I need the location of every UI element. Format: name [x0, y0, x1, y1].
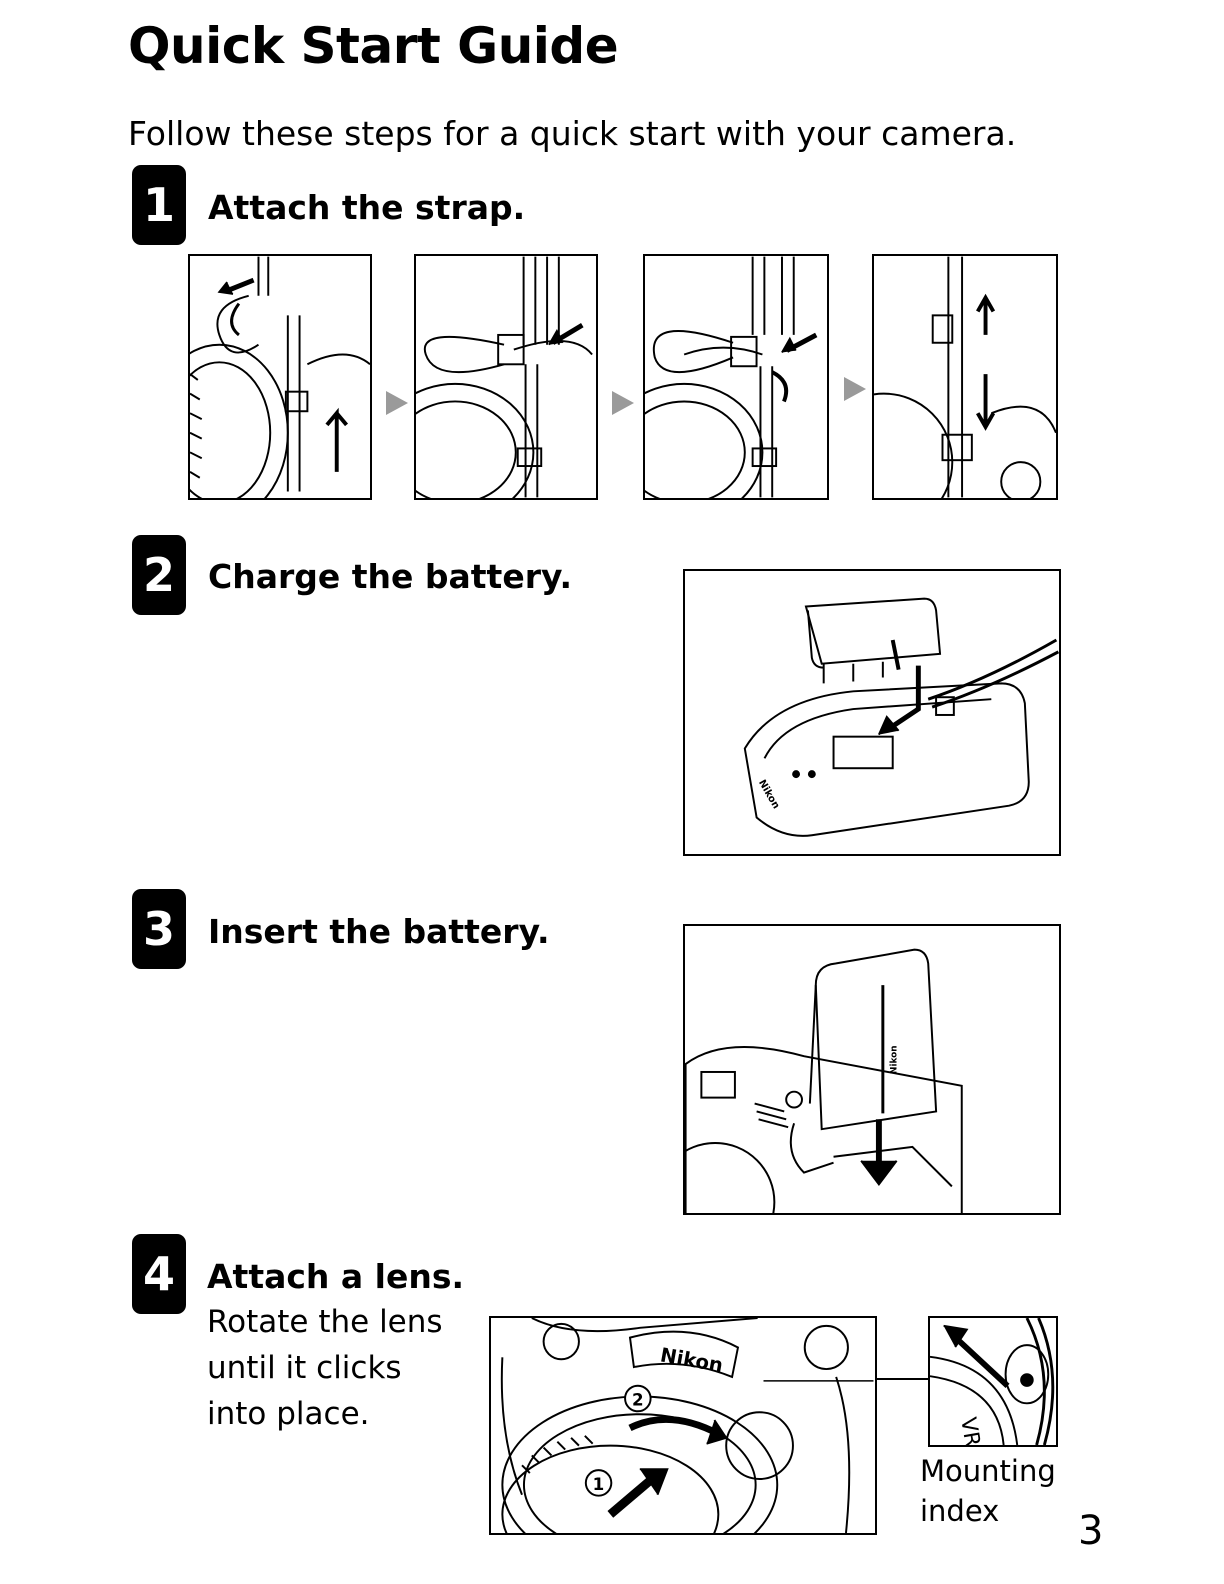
step-4-heading: Attach a lens. — [207, 1255, 464, 1299]
next-arrow-icon — [608, 388, 638, 418]
step-3-badge: 3 — [132, 889, 186, 969]
page-title: Quick Start Guide — [128, 12, 618, 80]
step-1-heading: Attach the strap. — [208, 186, 525, 230]
leader-line — [876, 1378, 928, 1380]
strap-figure-3 — [643, 254, 829, 500]
insert-battery-figure: Nikon — [683, 924, 1061, 1215]
lens-vr-label: VR — [955, 1416, 985, 1445]
inset-caption-line-2: index — [920, 1491, 999, 1531]
charger-figure: Nikon — [683, 569, 1061, 856]
lens-figure: Nikon 2 1 — [489, 1316, 877, 1535]
next-arrow-icon — [382, 388, 412, 418]
step-2-badge: 2 — [132, 535, 186, 615]
lens-step-marker-1: 1 — [593, 1475, 605, 1494]
step-4-body-line-2: until it clicks — [207, 1345, 402, 1391]
strap-figure-4 — [872, 254, 1058, 500]
page-number: 3 — [1078, 1508, 1103, 1554]
intro-text: Follow these steps for a quick start wit… — [128, 112, 1016, 156]
camera-brand: Nikon — [659, 1343, 725, 1377]
lens-step-marker-2: 2 — [632, 1390, 644, 1409]
inset-caption-line-1: Mounting — [920, 1451, 1056, 1491]
step-4-body-line-3: into place. — [207, 1391, 370, 1437]
step-4-badge: 4 — [132, 1234, 186, 1314]
next-arrow-icon — [840, 374, 870, 404]
charger-brand: Nikon — [756, 778, 781, 811]
mounting-index-inset: VR — [928, 1316, 1058, 1447]
strap-figure-1 — [188, 254, 372, 500]
battery-brand: Nikon — [890, 1045, 900, 1074]
step-2-heading: Charge the battery. — [208, 555, 572, 599]
step-1-badge: 1 — [132, 165, 186, 245]
step-4-body-line-1: Rotate the lens — [207, 1299, 443, 1345]
step-3-heading: Insert the battery. — [208, 910, 550, 954]
strap-figure-2 — [414, 254, 598, 500]
